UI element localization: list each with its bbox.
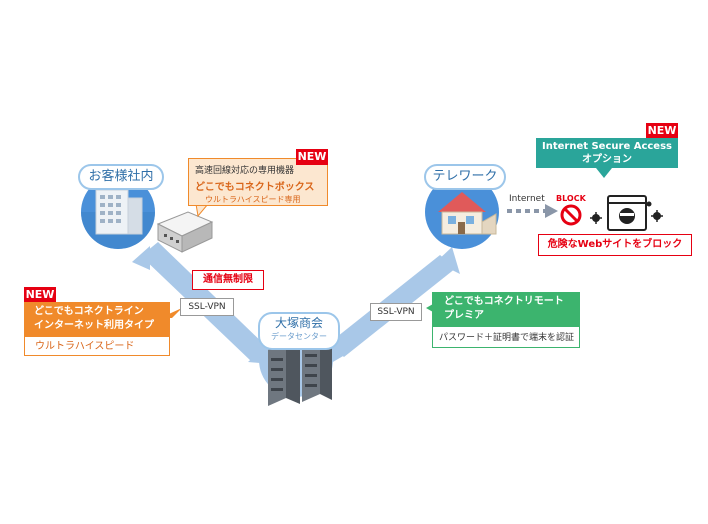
datacenter-name: 大塚商会: [274, 316, 323, 330]
new-badge-connect-box: NEW: [296, 149, 328, 165]
internet-label: Internet: [509, 194, 545, 204]
connect-line-header: どこでもコネクトライン インターネット利用タイプ: [24, 302, 170, 336]
office-building-icon: [81, 175, 155, 249]
new-badge-isa: NEW: [646, 123, 678, 139]
hacker-browser-icon: [607, 195, 647, 231]
ssl-vpn-left-tag: SSL-VPN: [180, 298, 234, 316]
connect-line-title: どこでもコネクトライン: [34, 306, 144, 317]
isa-bubble-tail: [596, 168, 612, 178]
connect-remote-plan: プレミア: [444, 310, 484, 321]
connect-remote-title: どこでもコネクトリモート: [444, 296, 564, 307]
telework-label: テレワーク: [424, 164, 506, 190]
office-label: お客様社内: [78, 164, 164, 190]
connect-remote-header: どこでもコネクトリモート プレミア: [432, 292, 580, 326]
new-badge-connect-line: NEW: [24, 287, 56, 303]
isa-option: オプション: [582, 154, 632, 165]
block-label: BLOCK: [556, 194, 586, 203]
house-icon: [425, 175, 499, 249]
block-caption: 危険なWebサイトをブロック: [538, 234, 692, 256]
block-sign-icon: [560, 204, 582, 226]
connect-box-callout: 高速回線対応の専用機器 どこでもコネクトボックス ウルトラハイスピード専用: [188, 158, 328, 206]
datacenter-sublabel: データセンター: [271, 332, 327, 341]
isa-header: Internet Secure Access オプション: [536, 138, 678, 168]
connect-box-subtitle: ウルトラハイスピード専用: [205, 195, 301, 204]
connect-line-type: インターネット利用タイプ: [34, 320, 154, 331]
isa-title: Internet Secure Access: [541, 141, 672, 152]
connect-box-device-icon: [156, 211, 214, 253]
unlimited-label: 通信無制限: [192, 270, 264, 290]
arrow-internet: [507, 204, 558, 218]
virus-icon: [590, 201, 663, 224]
ssl-vpn-right-tag: SSL-VPN: [370, 303, 422, 321]
connect-box-title: どこでもコネクトボックス: [195, 182, 315, 193]
datacenter-label: 大塚商会 データセンター: [258, 312, 340, 350]
connect-remote-auth: パスワード＋証明書で端末を認証: [432, 326, 580, 348]
connect-line-speed: ウルトラハイスピード: [24, 336, 170, 356]
connect-box-desc: 高速回線対応の専用機器: [195, 166, 295, 176]
